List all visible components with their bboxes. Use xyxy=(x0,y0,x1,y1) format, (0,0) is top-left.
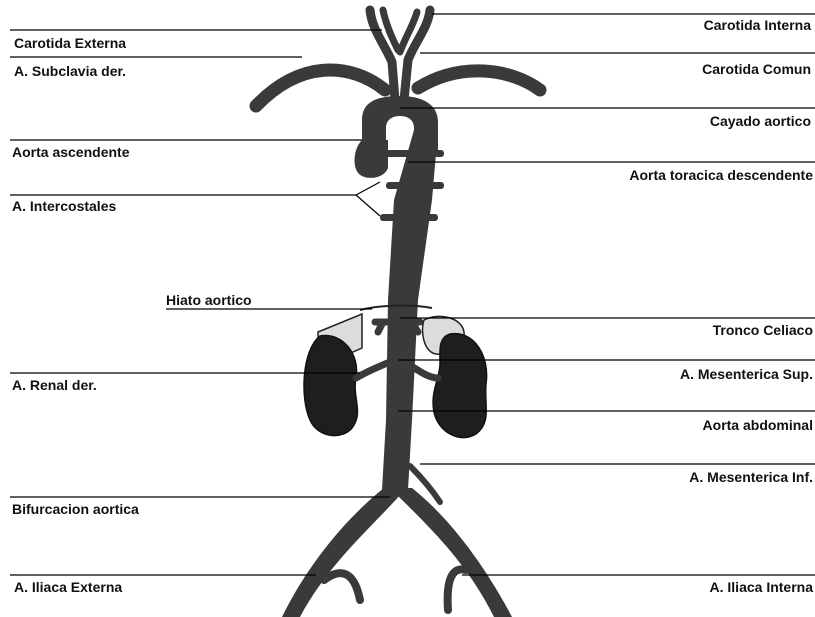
kidney-left xyxy=(433,334,487,438)
label-hiato-aortico: Hiato aortico xyxy=(166,292,252,308)
label-subclavia-der: A. Subclavia der. xyxy=(14,63,126,79)
label-mesenterica-inf: A. Mesenterica Inf. xyxy=(689,469,813,485)
iliaca-der-vessel xyxy=(282,488,406,617)
iliaca-externa-offshoot xyxy=(324,573,360,600)
renal-der-vessel xyxy=(356,362,390,378)
label-aorta-toracica-descendente: Aorta toracica descendente xyxy=(629,167,813,183)
label-tronco-celiaco: Tronco Celiaco xyxy=(713,322,813,338)
label-aorta-abdominal: Aorta abdominal xyxy=(703,417,813,433)
mesenterica-sup-vessel xyxy=(400,356,404,370)
label-intercostales: A. Intercostales xyxy=(12,198,116,214)
label-mesenterica-sup: A. Mesenterica Sup. xyxy=(680,366,813,382)
vessel-illustration xyxy=(256,10,540,617)
label-cayado-aortico: Cayado aortico xyxy=(710,113,811,129)
aorta-ascendente-vessel xyxy=(355,140,389,178)
subclavia-der-vessel xyxy=(256,70,385,106)
label-iliaca-interna: A. Iliaca Interna xyxy=(710,579,814,595)
label-bifurcacion-aortica: Bifurcacion aortica xyxy=(12,501,139,517)
label-renal-der: A. Renal der. xyxy=(12,377,97,393)
subclavia-izq-vessel xyxy=(418,71,540,90)
label-carotida-comun: Carotida Comun xyxy=(702,61,811,77)
label-iliaca-externa: A. Iliaca Externa xyxy=(14,579,122,595)
label-aorta-ascendente: Aorta ascendente xyxy=(12,144,130,160)
kidney-right xyxy=(304,336,357,436)
label-carotida-externa: Carotida Externa xyxy=(14,35,126,51)
label-carotida-interna: Carotida Interna xyxy=(704,17,812,33)
